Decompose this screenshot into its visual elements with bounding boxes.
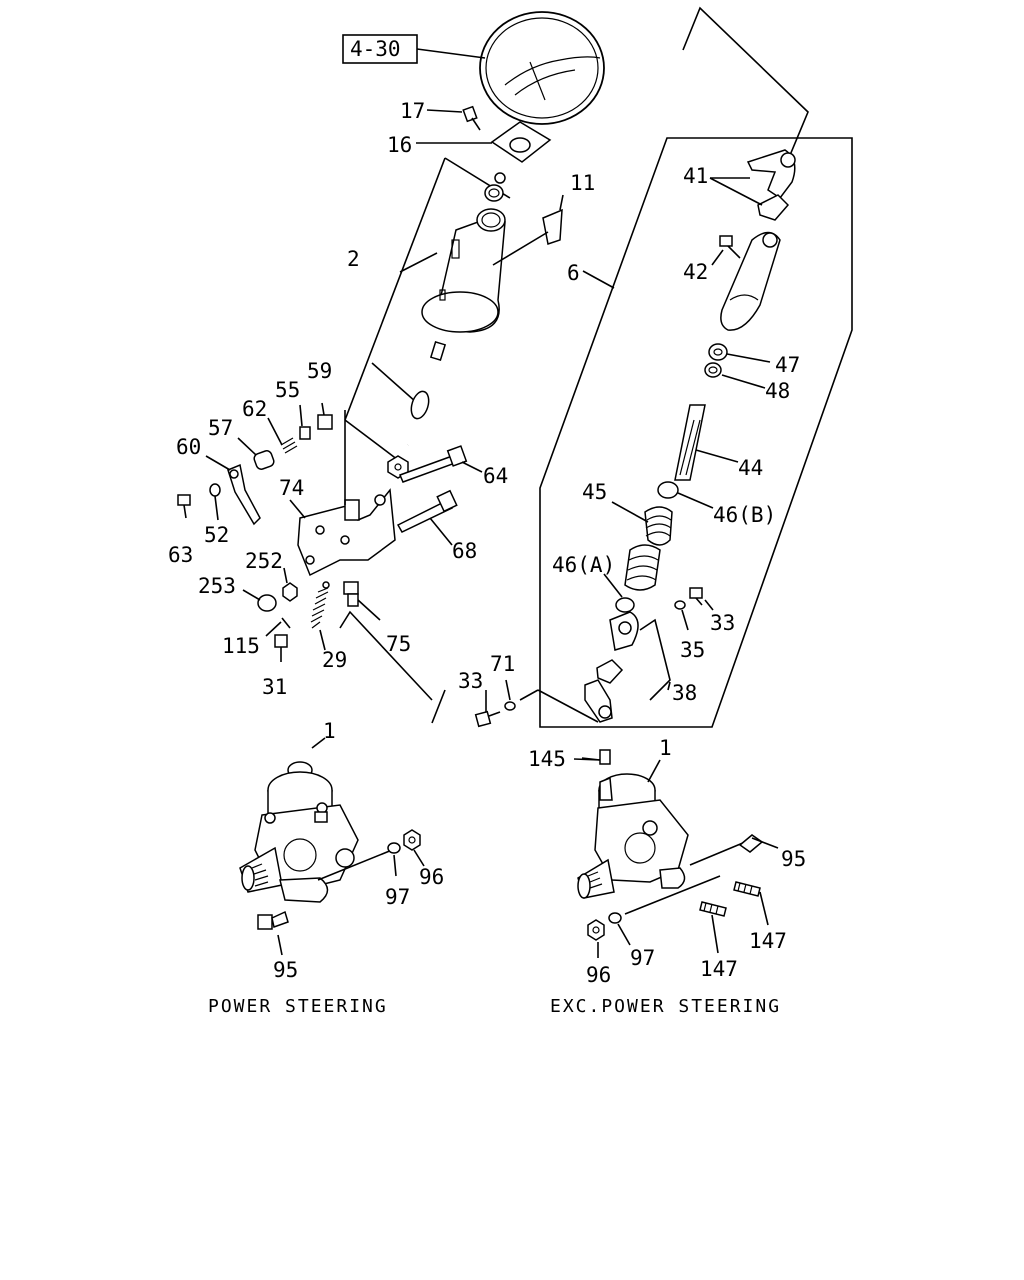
clip-59: [317, 414, 333, 430]
nut-96a: [403, 829, 421, 851]
callout-46a: 46(A): [552, 553, 615, 577]
clip-55: [299, 426, 311, 440]
callout-38: 38: [672, 681, 697, 705]
callout-60: 60: [176, 435, 201, 459]
callout-55: 55: [275, 378, 300, 402]
callout-147a: 147: [749, 929, 787, 953]
callout-97-power: 97: [385, 885, 410, 909]
callout-74: 74: [279, 476, 304, 500]
callout-96-manual: 96: [586, 963, 611, 987]
callout-46b: 46(B): [713, 503, 776, 527]
bolt-17: [462, 105, 481, 131]
callout-45: 45: [582, 480, 607, 504]
washer-52: [209, 483, 221, 497]
callout-47: 47: [775, 353, 800, 377]
cap-253: [257, 594, 277, 612]
callout-2: 2: [347, 247, 360, 271]
bushing-57: [253, 450, 275, 470]
callout-1-power: 1: [323, 719, 336, 743]
callout-115: 115: [222, 634, 260, 658]
callout-17: 17: [400, 99, 425, 123]
ring-small: [615, 597, 635, 613]
column-tube-2: [421, 208, 506, 333]
bolt-42: [719, 235, 741, 259]
bolt-64: [398, 445, 468, 483]
callout-16: 16: [387, 133, 412, 157]
callout-95-power: 95: [273, 958, 298, 982]
boot-46a: [624, 544, 661, 591]
callout-33a: 33: [710, 611, 735, 635]
reference-box[interactable]: 4-30: [342, 34, 418, 64]
callout-29: 29: [322, 648, 347, 672]
spline-shaft-44: [674, 404, 706, 481]
nut-252: [282, 582, 298, 602]
lever-60: [227, 463, 261, 526]
bolt-31: [274, 634, 288, 662]
callout-41: 41: [683, 164, 708, 188]
spring-62: [280, 437, 298, 454]
callout-62: 62: [242, 397, 267, 421]
callout-31: 31: [262, 675, 287, 699]
callout-42: 42: [683, 260, 708, 284]
callout-97-manual: 97: [630, 946, 655, 970]
ring-48: [704, 362, 722, 378]
callout-35: 35: [680, 638, 705, 662]
caption-power-steering: POWER STEERING: [208, 996, 388, 1017]
callout-64: 64: [483, 464, 508, 488]
washer-97a: [387, 842, 401, 854]
callout-96-power: 96: [419, 865, 444, 889]
callout-71: 71: [490, 652, 515, 676]
washer-35: [674, 600, 686, 610]
steering-gear-power: [239, 761, 359, 903]
nut-96b: [587, 919, 605, 941]
bolt-33b: [474, 710, 501, 728]
washer-71: [504, 701, 516, 711]
callout-147b: 147: [700, 957, 738, 981]
washer-97b: [608, 912, 622, 924]
callout-75: 75: [386, 632, 411, 656]
bracket-16: [490, 121, 552, 163]
spring-29: [310, 581, 330, 629]
callout-48: 48: [765, 379, 790, 403]
callout-68: 68: [452, 539, 477, 563]
callout-253: 253: [198, 574, 236, 598]
steering-wheel: [479, 11, 605, 125]
callout-57: 57: [208, 416, 233, 440]
lower-yoke-38: [584, 611, 639, 723]
bolt-68: [396, 489, 458, 533]
callout-11: 11: [570, 171, 595, 195]
reference-box-label: 4-30: [350, 37, 401, 61]
bolt-33a: [689, 587, 703, 606]
caption-exc-power-steering: EXC.POWER STEERING: [550, 996, 781, 1017]
pin-115: [281, 617, 291, 629]
steering-gear-manual: [577, 749, 689, 899]
column-shaft: [406, 340, 447, 446]
callout-95-manual: 95: [781, 847, 806, 871]
clip-ring: [484, 172, 506, 202]
callout-44: 44: [738, 456, 763, 480]
stud-147b: [699, 901, 727, 917]
bolt-95b: [738, 834, 779, 853]
fitting-75: [343, 581, 359, 607]
bracket-74: [297, 410, 396, 577]
callout-1-manual: 1: [659, 736, 672, 760]
callout-63: 63: [168, 543, 193, 567]
o-ring-46b: [657, 481, 679, 499]
shaft-tube: [720, 231, 781, 331]
bolt-95a: [257, 910, 289, 930]
callout-59: 59: [307, 359, 332, 383]
bolt-63: [177, 494, 191, 519]
bushing-47: [708, 343, 728, 361]
callout-33b: 33: [458, 669, 483, 693]
callout-6: 6: [567, 261, 580, 285]
boot-45: [644, 506, 673, 546]
callout-52: 52: [204, 523, 229, 547]
callout-252: 252: [245, 549, 283, 573]
stud-147a: [733, 881, 761, 897]
label-tag-11: [542, 208, 563, 245]
callout-145: 145: [528, 747, 566, 771]
yoke-41: [746, 149, 796, 221]
